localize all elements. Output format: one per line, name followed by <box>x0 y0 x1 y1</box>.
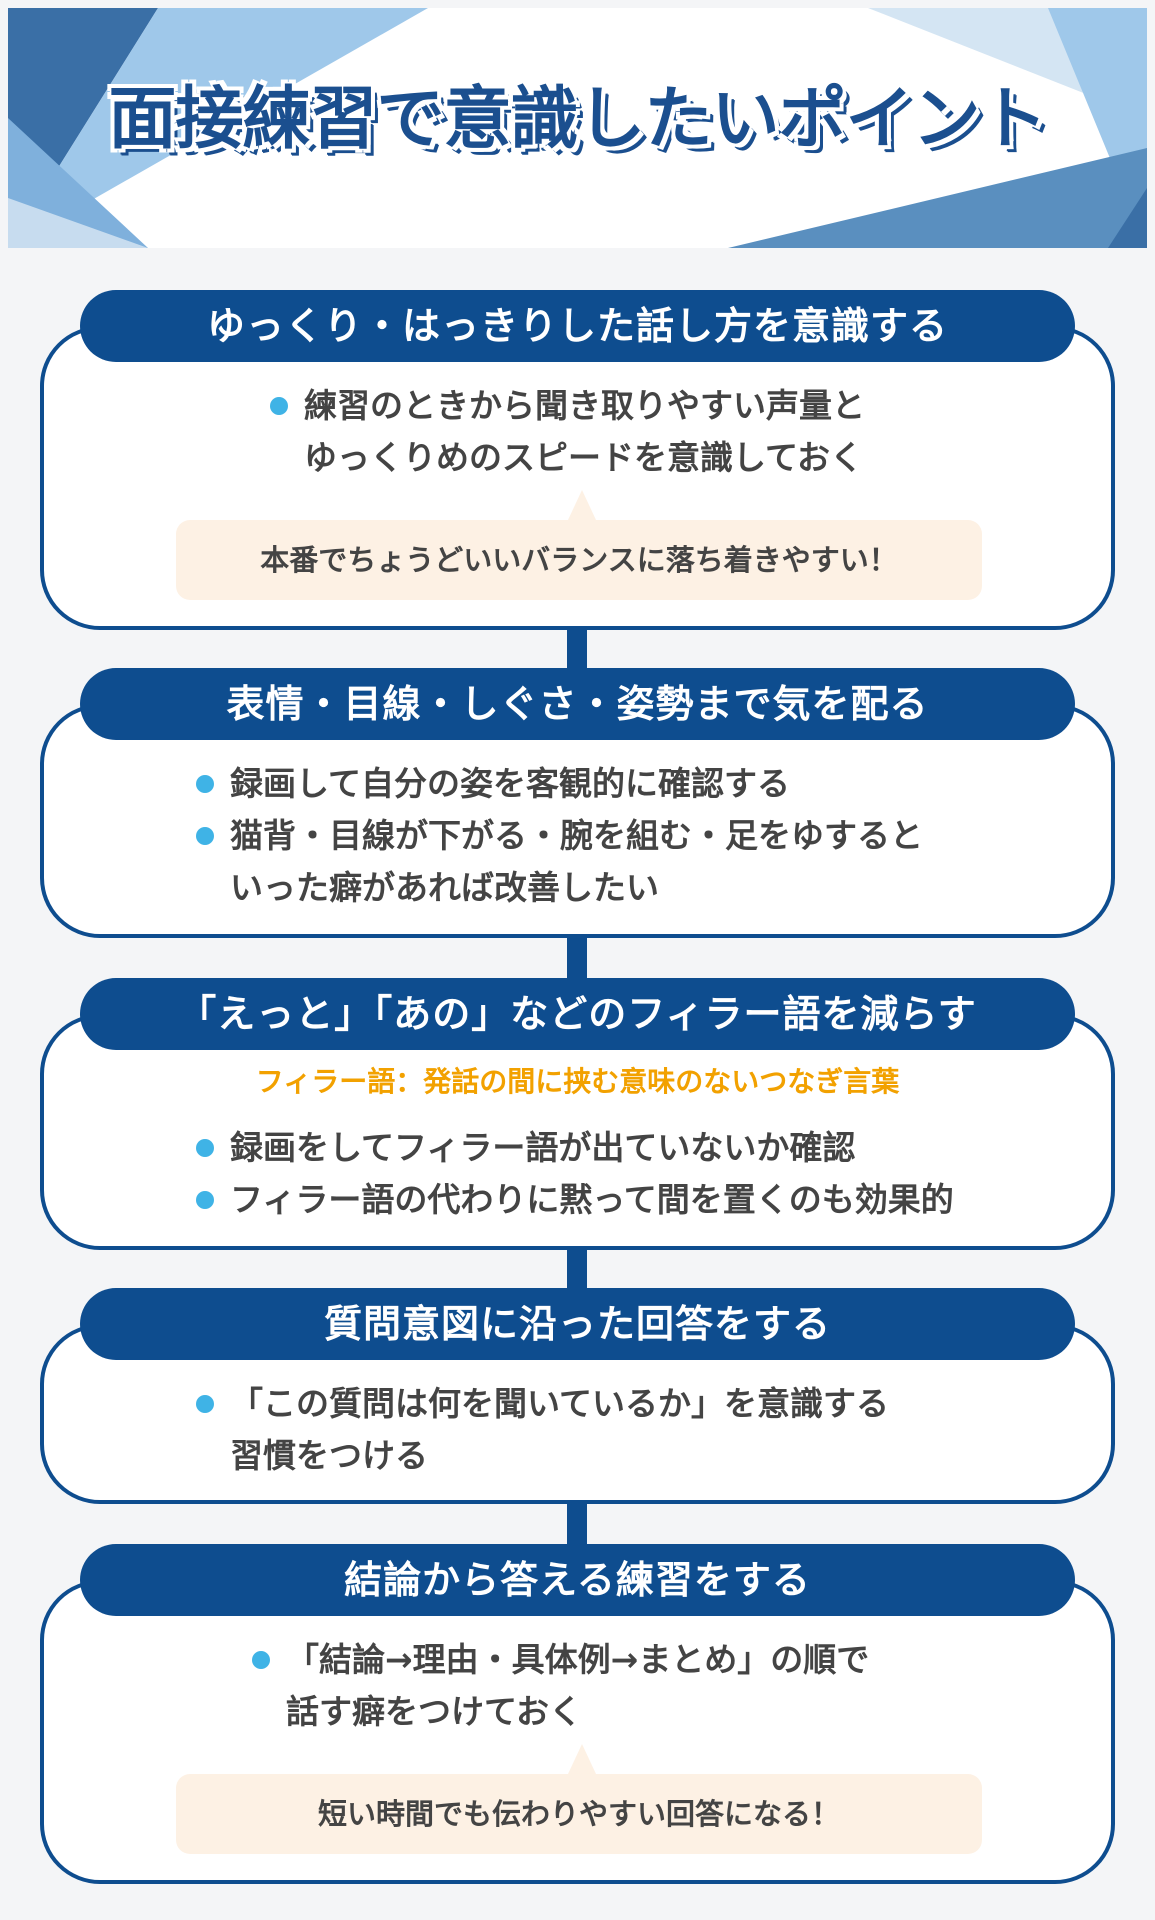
section-question-intent: 質問意図に沿った回答をする 「この質問は何を聞いているか」を意識する 習慣をつけ… <box>40 1288 1115 1504</box>
section-conclusion-first: 結論から答える練習をする 「結論→理由・具体例→まとめ」の順で 話す癖をつけてお… <box>40 1544 1115 1884</box>
connector-line <box>567 1500 587 1550</box>
page-title: 面接練習で意識したいポイント <box>107 80 1049 159</box>
bullet-list: 「この質問は何を聞いているか」を意識する 習慣をつける <box>196 1378 889 1482</box>
bullet-list: 練習のときから聞き取りやすい声量と ゆっくりめのスピードを意識しておく <box>270 380 865 484</box>
header-background <box>8 8 1147 248</box>
list-item: 猫背・目線が下がる・腕を組む・足をゆすると <box>196 810 923 862</box>
section-heading: 表情・目線・しぐさ・姿勢まで気を配る <box>80 668 1075 740</box>
bullet-icon <box>270 397 288 415</box>
header-banner: 面接練習で意識したいポイント <box>8 8 1147 248</box>
section-heading: ゆっくり・はっきりした話し方を意識する <box>80 290 1075 362</box>
list-item: 録画をしてフィラー語が出ていないか確認 <box>196 1122 954 1174</box>
note-box: 短い時間でも伝わりやすい回答になる！ <box>176 1744 982 1854</box>
section-speaking: ゆっくり・はっきりした話し方を意識する 練習のときから聞き取りやすい声量と ゆっ… <box>40 290 1115 630</box>
connector-line <box>567 1244 587 1294</box>
section-body-language: 表情・目線・しぐさ・姿勢まで気を配る 録画して自分の姿を客観的に確認する 猫背・… <box>40 668 1115 938</box>
list-item: いった癖があれば改善したい <box>230 868 659 907</box>
list-item: フィラー語の代わりに黙って間を置くのも効果的 <box>196 1174 954 1226</box>
bullet-icon <box>252 1651 270 1669</box>
bullet-icon <box>196 1395 214 1413</box>
section-card <box>40 704 1115 938</box>
bullet-list: 録画して自分の姿を客観的に確認する 猫背・目線が下がる・腕を組む・足をゆすると … <box>196 758 923 914</box>
section-card <box>40 1014 1115 1250</box>
note-box: 本番でちょうどいいバランスに落ち着きやすい！ <box>176 490 982 600</box>
list-item: 「結論→理由・具体例→まとめ」の順で <box>252 1634 869 1686</box>
connector-line <box>567 620 587 670</box>
list-item: 練習のときから聞き取りやすい声量と <box>270 380 865 432</box>
bullet-list: 録画をしてフィラー語が出ていないか確認 フィラー語の代わりに黙って間を置くのも効… <box>196 1122 954 1226</box>
list-item: 話す癖をつけておく <box>286 1692 583 1731</box>
section-heading: 質問意図に沿った回答をする <box>80 1288 1075 1360</box>
bullet-icon <box>196 827 214 845</box>
list-item: ゆっくりめのスピードを意識しておく <box>304 438 864 477</box>
section-heading: 「えっと」「あの」などのフィラー語を減らす <box>80 978 1075 1050</box>
section-filler-words: 「えっと」「あの」などのフィラー語を減らす フィラー語：発話の間に挟む意味のない… <box>40 978 1115 1250</box>
bullet-icon <box>196 1191 214 1209</box>
bullet-icon <box>196 1139 214 1157</box>
bullet-icon <box>196 775 214 793</box>
list-item: 「この質問は何を聞いているか」を意識する <box>196 1378 889 1430</box>
list-item: 録画して自分の姿を客観的に確認する <box>196 758 923 810</box>
definition-text: フィラー語：発話の間に挟む意味のないつなぎ言葉 <box>255 1065 900 1098</box>
section-heading: 結論から答える練習をする <box>80 1544 1075 1616</box>
connector-line <box>567 932 587 982</box>
bullet-list: 「結論→理由・具体例→まとめ」の順で 話す癖をつけておく <box>252 1634 869 1738</box>
note-pointer <box>568 1744 596 1774</box>
list-item: 習慣をつける <box>230 1436 428 1475</box>
note-pointer <box>568 490 596 520</box>
